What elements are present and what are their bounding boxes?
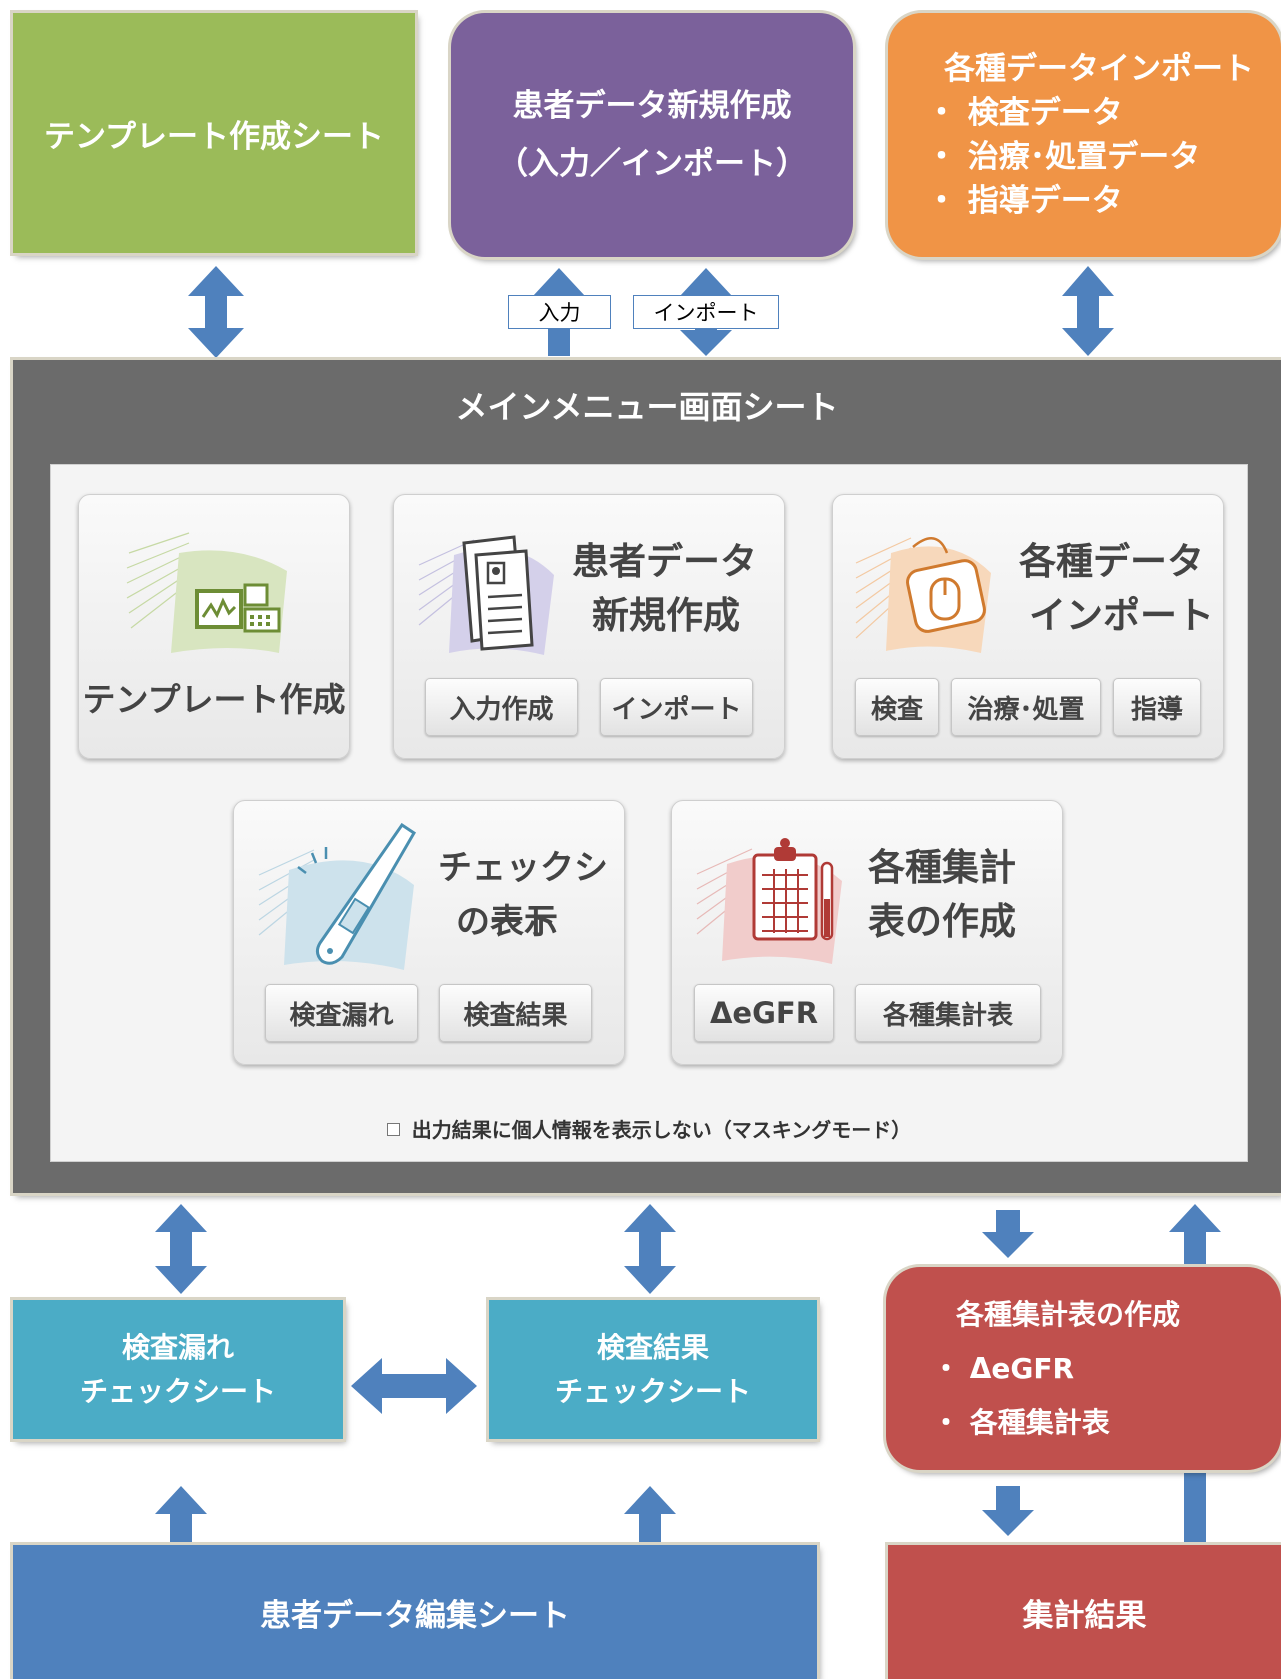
delta-egfr-button[interactable]: ΔeGFR [694, 984, 834, 1042]
import-label: インポート [633, 295, 779, 329]
input-create-button[interactable]: 入力作成 [425, 678, 578, 736]
summary-card-title-2: 表の作成 [868, 900, 1016, 943]
import-card-title-2: インポート [1029, 594, 1214, 637]
guidance-import-button[interactable]: 指導 [1113, 678, 1201, 736]
result-check-line1: 検査結果 [596, 1330, 709, 1364]
import-button[interactable]: インポート [600, 678, 753, 736]
patient-card-title-2: 新規作成 [592, 594, 740, 637]
treatment-import-button[interactable]: 治療･処置 [951, 678, 1101, 736]
template-sheet-label: テンプレート作成シート [43, 118, 385, 155]
exam-omission-button[interactable]: 検査漏れ [265, 984, 418, 1042]
down-arrow-result [982, 1486, 1034, 1536]
patient-edit-sheet-box: 患者データ編集シート [13, 1545, 817, 1679]
template-card-title: テンプレート作成 [82, 680, 346, 719]
thermometer-icon [258, 822, 417, 970]
omission-check-line1: 検査漏れ [121, 1330, 234, 1364]
main-menu-sheet: メインメニュー画面シート テンプレート作成 [13, 360, 1281, 1193]
double-arrow-template [188, 266, 244, 358]
double-arrow-horizontal [351, 1358, 477, 1414]
masking-checkbox[interactable] [386, 1123, 400, 1136]
patient-new-box: 患者データ新規作成 （入力／インポート） [451, 13, 853, 257]
summary-create-item: ・ 各種集計表 [932, 1405, 1110, 1439]
check-sheet-card: チェックシート の表示 検査漏れ 検査結果 [233, 800, 625, 1065]
clipboard-icon [696, 838, 842, 964]
up-arrow-summary [1169, 1204, 1221, 1270]
summary-table-card: 各種集計 表の作成 ΔeGFR 各種集計表 [671, 800, 1063, 1065]
data-import-card: 各種データ インポート 検査 治療･処置 指導 [832, 494, 1224, 759]
input-label: 入力 [508, 295, 611, 329]
summary-create-title: 各種集計表の作成 [956, 1297, 1181, 1331]
omission-check-line2: チェックシート [79, 1374, 276, 1408]
masking-mode-option[interactable]: 出力結果に個人情報を表示しない（マスキングモード） [51, 1114, 1247, 1143]
omission-check-sheet-box: 検査漏れ チェックシート [13, 1300, 343, 1439]
double-arrow-omission [155, 1204, 207, 1294]
mouse-icon [855, 537, 991, 653]
template-icon [126, 532, 287, 653]
import-card-title-1: 各種データ [1019, 540, 1204, 583]
masking-label: 出力結果に個人情報を表示しない（マスキングモード） [411, 1118, 912, 1142]
summary-card-title-1: 各種集計 [868, 846, 1016, 889]
exam-import-button[interactable]: 検査 [855, 678, 939, 736]
patient-card-title-1: 患者データ [572, 540, 757, 583]
template-card[interactable]: テンプレート作成 [78, 494, 350, 759]
result-check-sheet-box: 検査結果 チェックシート [489, 1300, 817, 1439]
summary-result-label: 集計結果 [1022, 1597, 1147, 1634]
data-import-item: ・ 治療･処置データ [926, 139, 1201, 175]
main-menu-title: メインメニュー画面シート [455, 388, 839, 426]
double-arrow-data-import [1062, 266, 1114, 356]
data-import-item: ・ 検査データ [926, 95, 1123, 131]
check-card-title-2: の表示 [456, 902, 558, 942]
patient-new-line1: 患者データ新規作成 [512, 88, 792, 124]
data-import-item: ・ 指導データ [926, 183, 1123, 219]
patient-new-card: 患者データ 新規作成 入力作成 インポート [393, 494, 785, 759]
result-check-line2: チェックシート [554, 1374, 751, 1408]
double-arrow-result [624, 1204, 676, 1294]
summary-create-box: 各種集計表の作成 ・ ΔeGFR ・ 各種集計表 [886, 1267, 1281, 1470]
patient-document-icon [418, 535, 554, 655]
data-import-title: 各種データインポート [944, 51, 1254, 87]
summary-create-item: ・ ΔeGFR [932, 1351, 1075, 1385]
patient-edit-label: 患者データ編集シート [260, 1597, 570, 1634]
down-arrow-summary [982, 1210, 1034, 1258]
template-sheet-box: テンプレート作成シート [13, 13, 415, 253]
patient-new-line2: （入力／インポート） [497, 146, 807, 182]
exam-result-button[interactable]: 検査結果 [439, 984, 592, 1042]
check-card-title-1: チェックシート [438, 848, 608, 942]
summary-result-box: 集計結果 [888, 1545, 1281, 1679]
data-import-box: 各種データインポート ・ 検査データ ・ 治療･処置データ ・ 指導データ [888, 13, 1281, 257]
summary-tables-button[interactable]: 各種集計表 [855, 984, 1041, 1042]
main-menu-panel: テンプレート作成 患者データ 新規作成 入力作成 インポート [50, 464, 1248, 1162]
